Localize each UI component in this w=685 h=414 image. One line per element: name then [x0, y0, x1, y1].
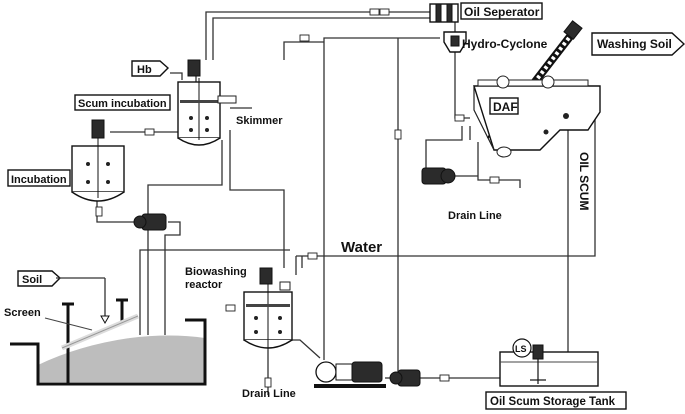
- incubation-tag: [7, 169, 71, 187]
- screen-label: Screen: [4, 307, 41, 319]
- drain-line-right-label: Drain Line: [448, 210, 502, 222]
- hydro-cyclone: Hydro-Cyclone: [443, 31, 548, 53]
- storage-feed-pump: [389, 369, 421, 387]
- oil-scum-storage-tag: [485, 391, 627, 410]
- washing-soil-tag: Washing Soil: [591, 32, 685, 56]
- oil-scum-storage-tank: LS: [499, 338, 599, 387]
- oil-separator: Oil Seperator: [429, 2, 543, 23]
- washing-soil-label: Washing Soil: [597, 37, 672, 51]
- daf-pump: [421, 167, 456, 185]
- soil-label: Soil: [22, 274, 42, 286]
- soil-pit: [10, 298, 207, 386]
- oil-scum-storage-label: Oil Scum Storage Tank: [490, 396, 616, 408]
- incubation-tank: [71, 119, 125, 202]
- skimmer-label: Skimmer: [236, 115, 283, 127]
- daf-unit: DAF: [473, 75, 601, 158]
- incubation-pump: [133, 213, 167, 231]
- daf-tag: [489, 97, 519, 115]
- biowashing-label-line1: Biowashing: [185, 266, 247, 278]
- oil-scum-label: OIL SCUM: [577, 152, 591, 210]
- drain-line-bottom-label: Drain Line: [242, 388, 296, 400]
- daf-label: DAF: [493, 100, 518, 114]
- biowashing-label-line2: reactor: [185, 279, 223, 291]
- biowashing-reactor: [243, 267, 293, 350]
- main-pump: [314, 361, 386, 388]
- hydro-cyclone-label: Hydro-Cyclone: [462, 37, 548, 51]
- hb-label: Hb: [137, 64, 152, 76]
- piping: [96, 11, 596, 395]
- oil-separator-label: Oil Seperator: [464, 5, 540, 19]
- scum-incubation-tag: [74, 94, 171, 111]
- hb-tag: Hb: [131, 60, 170, 77]
- soil-tag: Soil: [17, 270, 110, 325]
- ls-label: LS: [515, 344, 527, 354]
- water-label: Water: [341, 239, 382, 256]
- pipe-valves: [95, 8, 500, 388]
- scum-incubation-reactor: [177, 59, 237, 146]
- incubation-label: Incubation: [11, 174, 67, 186]
- scum-incubation-label: Scum incubation: [78, 98, 167, 110]
